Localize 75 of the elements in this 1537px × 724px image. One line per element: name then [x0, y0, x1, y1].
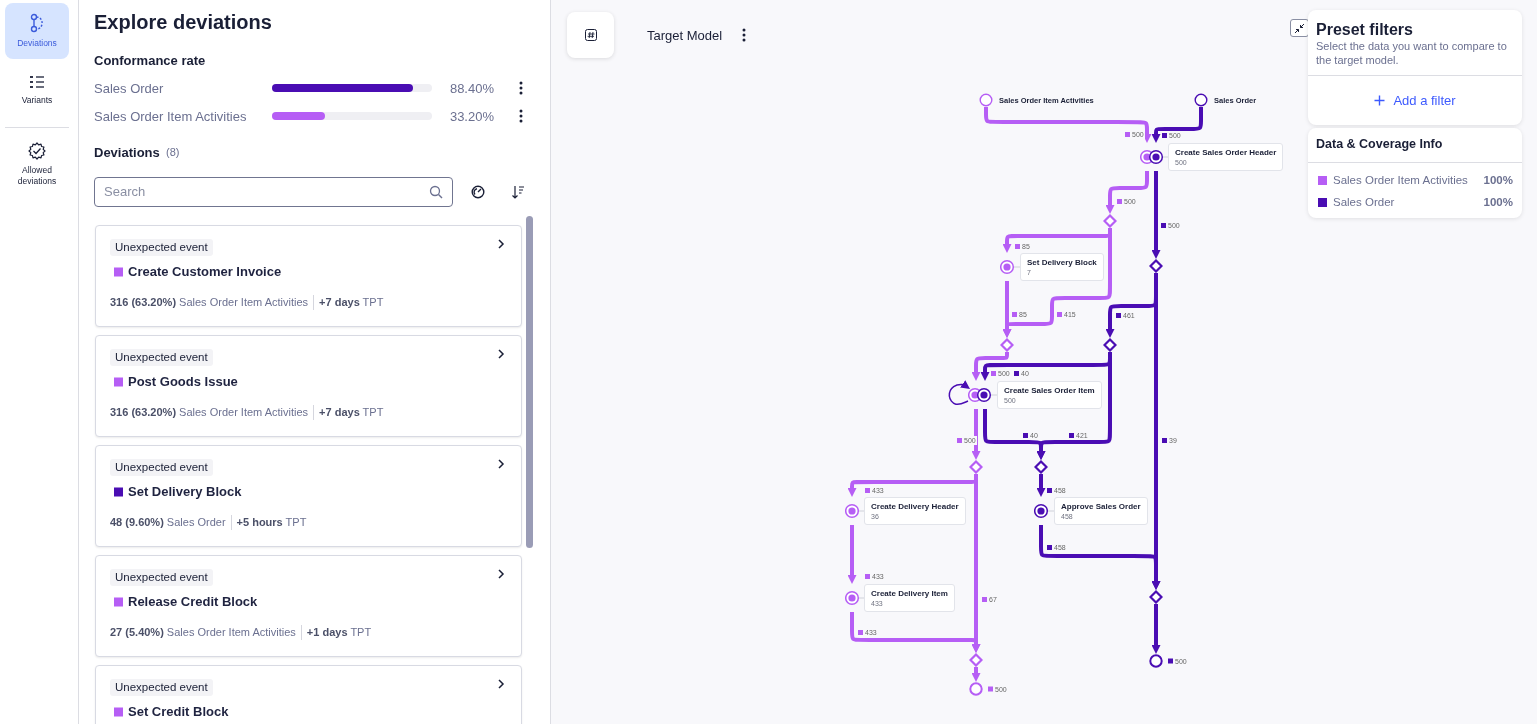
flow-arrow: [1105, 170, 1149, 215]
flow-arrow: [1002, 281, 1012, 339]
activity-name: Approve Sales Order: [1061, 502, 1141, 512]
flow-arrow: [971, 409, 981, 461]
event-name: Set Delivery Block: [114, 483, 242, 499]
coverage-value: 100%: [1483, 196, 1513, 208]
throughput-time: +7 days TPT: [319, 296, 384, 308]
model-title: Target Model: [647, 27, 723, 43]
panel-description: Select the data you want to compare to the target model.: [1316, 39, 1508, 67]
activity-node: [845, 497, 966, 525]
flow-arrow: [971, 667, 981, 683]
event-name: Create Customer Invoice: [114, 263, 282, 279]
case-metric: 27 (5.40%) Sales Order Item Activities: [110, 626, 296, 638]
search-field: Search: [94, 177, 453, 207]
add-filter-button: Add a filter: [1348, 90, 1482, 110]
start-event: [1194, 93, 1257, 107]
event-type-tag: Unexpected event: [110, 349, 213, 366]
activity-node: [845, 584, 955, 612]
conformance-value: 88.40%: [449, 80, 494, 96]
gateway-diamond: [969, 460, 983, 474]
gateway-diamond: [1034, 460, 1048, 474]
gateway-diamond: [1000, 338, 1014, 352]
section-heading: Deviations: [94, 144, 160, 160]
panel-title: Explore deviations: [94, 10, 272, 34]
activity-node: [1034, 497, 1148, 525]
event-type-tag: Unexpected event: [110, 459, 213, 476]
legend-label: Sales Order Item Activities: [1333, 174, 1468, 186]
conformance-value: 33.20%: [449, 108, 494, 124]
activity-name: Create Sales Order Item: [1004, 386, 1095, 396]
end-event: [1149, 654, 1163, 668]
activity-node: [968, 381, 1102, 409]
legend-label: Sales Order: [1333, 196, 1395, 208]
flow-arrow: [1151, 604, 1161, 655]
case-metric: 48 (9.60%) Sales Order: [110, 516, 226, 528]
event-type-tag: Unexpected event: [110, 679, 213, 696]
event-name: Set Credit Block: [114, 703, 229, 719]
start-event: [979, 93, 1094, 107]
activity-name: Create Sales Order Header: [1175, 148, 1277, 158]
case-metric: 316 (63.20%) Sales Order Item Activities: [110, 296, 309, 308]
event-name: Post Goods Issue: [114, 373, 238, 389]
flow-arrow: [1151, 171, 1161, 260]
throughput-time: +7 days TPT: [319, 406, 384, 418]
variants-tab: Variants: [5, 62, 69, 118]
gateway-diamond: [1149, 590, 1163, 604]
flow-arrow: [948, 380, 970, 406]
coverage-value: 100%: [1483, 174, 1513, 186]
gateway-diamond: [1103, 338, 1117, 352]
event-type-tag: Unexpected event: [110, 569, 213, 586]
throughput-time: +5 hours TPT: [236, 516, 307, 528]
activity-name: Create Delivery Item: [871, 589, 948, 599]
deviations-tab: Deviations: [5, 3, 69, 59]
item-count: (8): [166, 146, 180, 158]
throughput-time: +1 days TPT: [306, 626, 372, 638]
activity-name: Create Delivery Header: [871, 502, 959, 512]
activity-node: [1140, 143, 1284, 171]
panel-heading: Preset filters: [1316, 21, 1413, 39]
flow-arrow: [847, 525, 857, 585]
event-type-tag: Unexpected event: [110, 239, 213, 256]
dataset-name: Sales Order: [94, 80, 164, 96]
flow-arrow: [1039, 525, 1161, 591]
event-name: Release Credit Block: [114, 593, 258, 609]
gateway-diamond: [1103, 214, 1117, 228]
allowed-deviations-tab: Allowed deviations: [5, 133, 69, 195]
end-event: [969, 682, 983, 696]
activity-node: [1000, 253, 1104, 281]
flow-arrow: [1036, 474, 1046, 498]
panel-heading: Data & Coverage Info: [1316, 137, 1443, 151]
flow-arrow: [971, 350, 1009, 382]
dataset-name: Sales Order Item Activities: [94, 108, 247, 124]
case-metric: 316 (63.20%) Sales Order Item Activities: [110, 406, 309, 418]
activity-name: Set Delivery Block: [1027, 258, 1097, 268]
section-heading: Conformance rate: [94, 52, 206, 68]
gateway-diamond: [969, 653, 983, 667]
flow-arrow: [1036, 352, 1112, 461]
gateway-diamond: [1149, 259, 1163, 273]
